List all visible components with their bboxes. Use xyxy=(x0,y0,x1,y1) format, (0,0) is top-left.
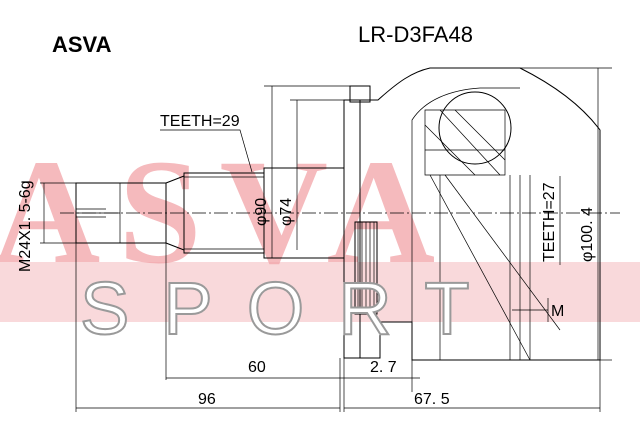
ball-cage xyxy=(438,91,512,165)
length-60-label: 60 xyxy=(248,359,266,376)
teeth-right-label: TEETH=27 xyxy=(541,182,558,262)
watermark-asva: ASVA xyxy=(0,129,453,295)
watermark-sport: SPORT xyxy=(80,267,504,350)
abs-tone-ring xyxy=(354,221,378,315)
length-2-7-label: 2. 7 xyxy=(370,359,397,376)
part-number: LR-D3FA48 xyxy=(358,22,473,47)
watermark-band xyxy=(0,262,640,322)
m-mark-label: M xyxy=(551,303,564,320)
dia-100-label: φ100. 4 xyxy=(579,207,596,262)
dimension-lines xyxy=(40,67,612,412)
thread-label: M24X1. 5-6g xyxy=(17,180,34,272)
brand-label: ASVA xyxy=(52,32,112,57)
outer-bell-housing xyxy=(343,67,601,361)
dia-74-label: φ74 xyxy=(278,198,295,226)
teeth-left-label: TEETH=29 xyxy=(160,113,240,130)
dia-90-label: φ90 xyxy=(253,198,270,226)
length-67-5-label: 67. 5 xyxy=(414,391,450,408)
length-96-label: 96 xyxy=(198,391,216,408)
